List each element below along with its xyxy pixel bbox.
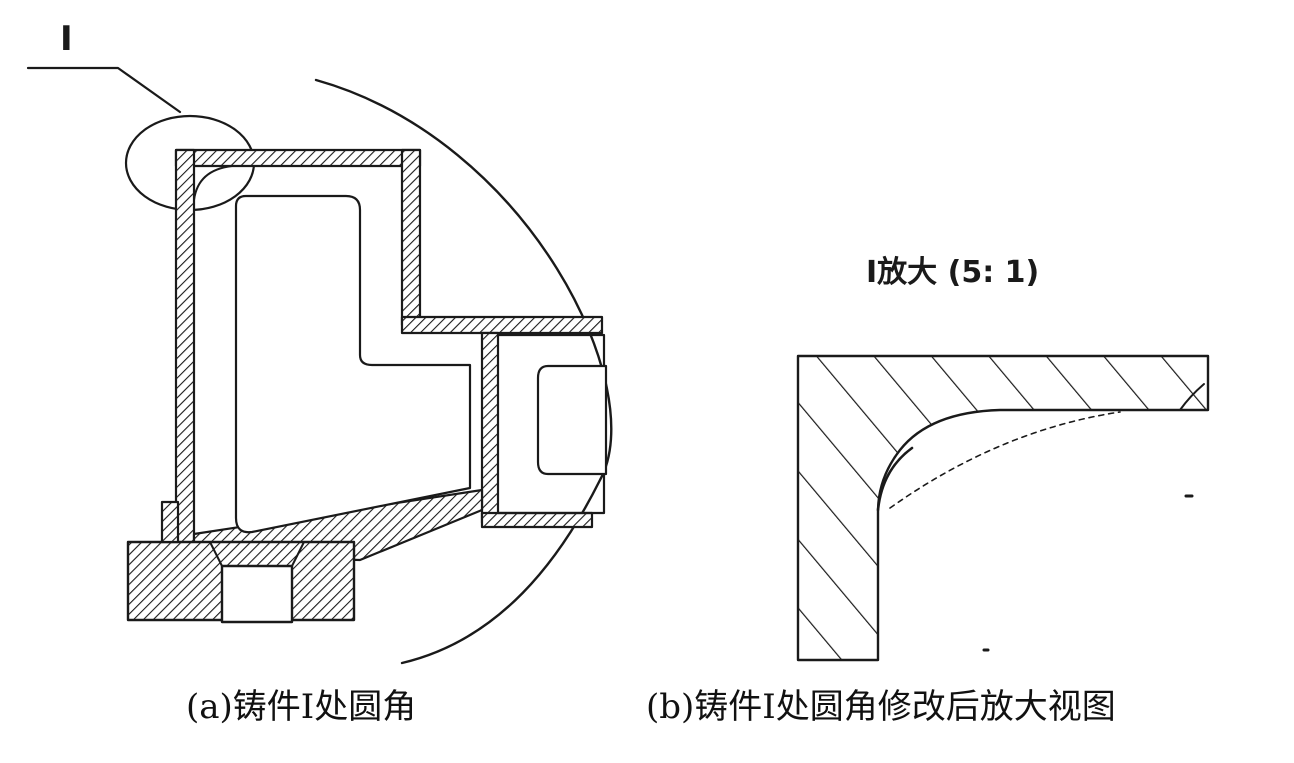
figure-b: I放大 (5: 1)	[796, 255, 1210, 662]
casting-wall-right-upper	[400, 148, 422, 327]
bolt-hole-counterbore	[209, 541, 305, 567]
original-contour-dashed	[889, 411, 1121, 509]
casting-wall-box-bottom	[480, 511, 594, 529]
right-box-slot	[536, 364, 608, 476]
break-line	[1179, 383, 1205, 411]
section-marker-label: I	[60, 19, 73, 59]
boundary-arc	[314, 78, 613, 665]
bolt-hole	[220, 564, 294, 624]
casting-wall-top	[174, 148, 422, 168]
casting-wall-step	[400, 315, 604, 335]
detail-title: I放大 (5: 1)	[866, 255, 1039, 290]
figure-a: I	[26, 19, 613, 665]
casting-wall-left	[174, 148, 196, 552]
fillet-arc	[876, 446, 914, 512]
base-flange-step	[160, 500, 180, 544]
caption-figure-a: (a)铸件Ⅰ处圆角	[186, 687, 417, 727]
leader-line	[26, 66, 182, 114]
casting-wall-box-left	[480, 331, 500, 525]
detail-section	[796, 354, 1210, 662]
inner-cavity-corner	[193, 165, 233, 201]
caption-figure-b: (b)铸件Ⅰ处圆角修改后放大视图	[646, 687, 1116, 727]
inner-cavity-left	[234, 194, 472, 534]
